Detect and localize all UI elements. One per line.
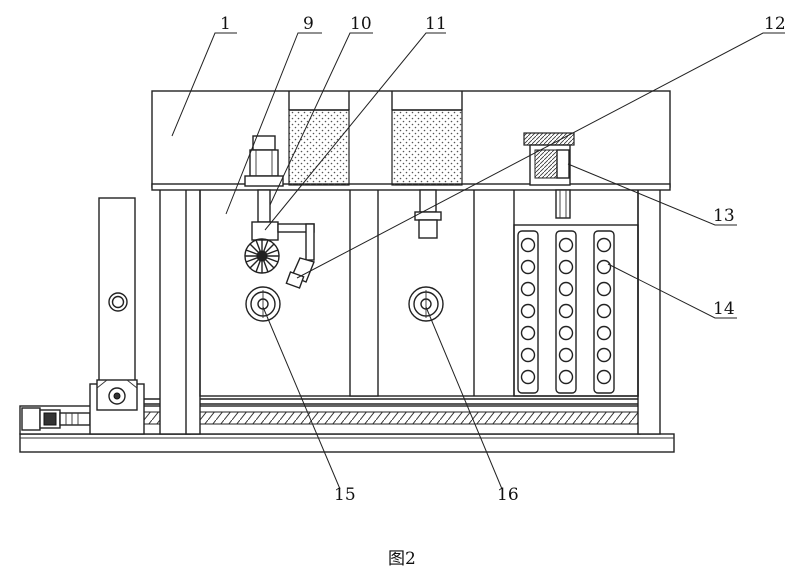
base-plate	[19, 433, 675, 453]
motor-9	[244, 135, 284, 187]
left-column	[89, 197, 145, 435]
callouts: 1 9 10 11 12 13 14 15 16	[220, 14, 786, 505]
tube-column-3	[593, 230, 615, 394]
callout-16: 16	[497, 485, 519, 505]
callout-1: 1	[220, 14, 231, 34]
port-16	[408, 286, 444, 322]
middle-nozzle	[414, 189, 442, 239]
callout-12: 12	[764, 14, 786, 34]
tube-column-2	[555, 230, 577, 394]
tube-column-1	[517, 230, 539, 394]
callout-15: 15	[334, 485, 356, 505]
tube-rack	[513, 224, 639, 397]
leader-lines	[171, 32, 785, 490]
callout-14: 14	[713, 299, 735, 319]
spray-nozzle	[285, 257, 315, 289]
gear-motor	[523, 132, 575, 219]
drive-motor	[21, 407, 91, 431]
brush-assembly	[244, 189, 315, 289]
callout-10: 10	[350, 14, 372, 34]
callout-9: 9	[303, 14, 314, 34]
top-housing	[151, 90, 671, 191]
callout-11: 11	[425, 14, 447, 34]
figure-caption: 图2	[388, 549, 416, 569]
port-15	[245, 286, 281, 322]
rotary-brush	[244, 238, 280, 274]
callout-13: 13	[713, 206, 735, 226]
